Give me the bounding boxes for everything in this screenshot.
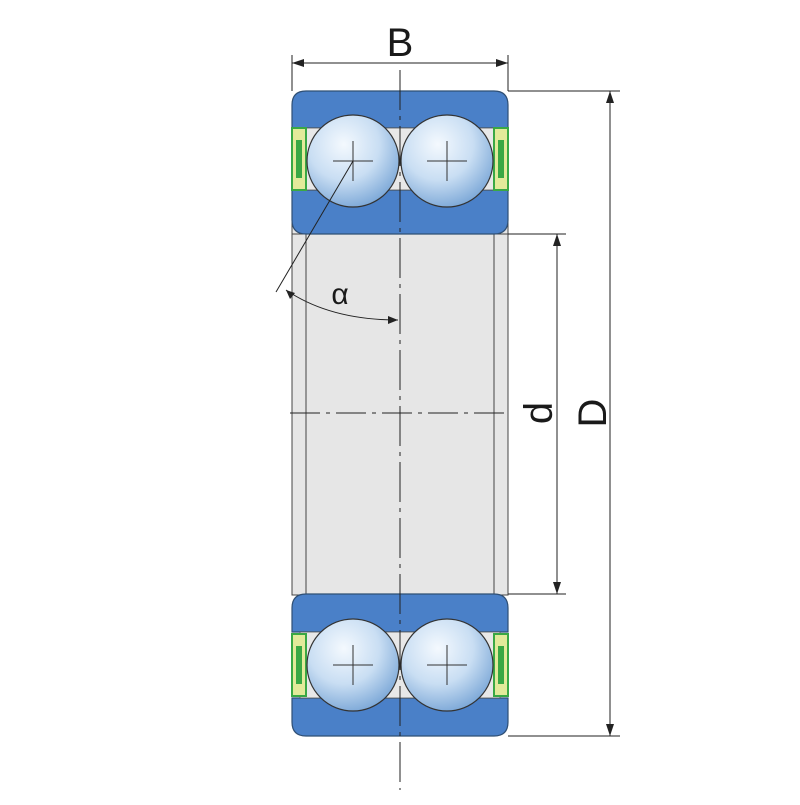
ball-bottom-right xyxy=(400,618,494,712)
dimension-d-outer xyxy=(508,90,620,737)
dimension-b xyxy=(291,55,509,91)
contact-angle-marker xyxy=(275,160,399,324)
bottom-section xyxy=(291,593,509,737)
ball-bottom-left xyxy=(306,618,400,712)
seal-left-bottom xyxy=(291,633,307,697)
center-lines xyxy=(290,70,510,790)
label-alpha: α xyxy=(331,278,348,311)
label-bore-diameter: d xyxy=(517,402,561,424)
label-b: B xyxy=(387,21,414,65)
ball-top-right xyxy=(400,114,494,208)
seal-right-bottom xyxy=(493,633,509,697)
dimension-d-bore xyxy=(508,233,566,595)
label-outer-diameter: D xyxy=(571,399,615,428)
seal-left-top xyxy=(291,127,307,191)
seal-right-top xyxy=(493,127,509,191)
